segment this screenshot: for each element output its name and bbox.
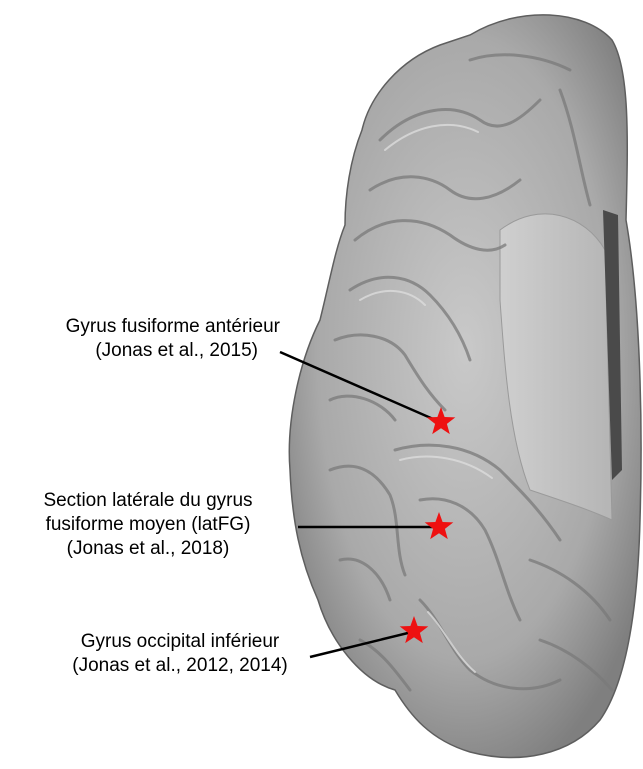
- label-inferior-occipital: Gyrus occipital inférieur (Jonas et al.,…: [30, 630, 330, 678]
- label-latfg: Section latérale du gyrus fusiforme moye…: [0, 489, 296, 561]
- label-latfg-line-1: Section latérale du gyrus: [0, 489, 296, 513]
- label-anterior-line-2: (Jonas et al., 2015): [30, 339, 280, 363]
- label-anterior-line-1: Gyrus fusiforme antérieur: [30, 315, 280, 339]
- label-latfg-line-3: (Jonas et al., 2018): [0, 537, 296, 561]
- label-latfg-line-2: fusiforme moyen (latFG): [0, 513, 296, 537]
- label-anterior-fusiform: Gyrus fusiforme antérieur (Jonas et al.,…: [30, 315, 280, 363]
- label-occipital-line-1: Gyrus occipital inférieur: [30, 630, 330, 654]
- label-occipital-line-2: (Jonas et al., 2012, 2014): [30, 654, 330, 678]
